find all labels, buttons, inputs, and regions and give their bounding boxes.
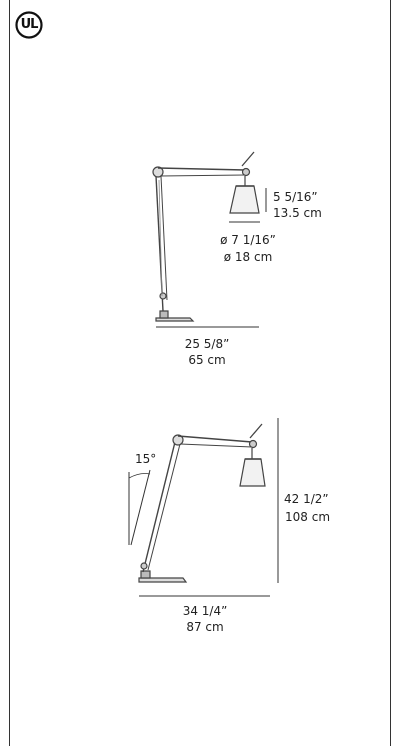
base-width-cm-label: 65 cm xyxy=(188,353,226,367)
shade-diameter-in-label: ø 7 1/16” xyxy=(220,233,276,247)
ul-mark-text: UL xyxy=(20,17,39,32)
tilt-angle-label: 15° xyxy=(135,452,157,466)
ul-certification-icon: UL xyxy=(14,10,44,40)
shade-diameter-cm-label: ø 18 cm xyxy=(223,250,273,264)
width-in-label: 34 1/4” xyxy=(182,604,228,618)
base-width-in-label: 25 5/8” xyxy=(184,337,230,351)
height-cm-label: 108 cm xyxy=(285,510,331,524)
height-in-label: 42 1/2” xyxy=(284,492,329,506)
shade-height-cm-label: 13.5 cm xyxy=(273,206,322,220)
shade-height-in-label: 5 5/16” xyxy=(273,190,318,204)
width-cm-label: 87 cm xyxy=(186,620,224,634)
spec-sheet-frame xyxy=(9,0,391,746)
